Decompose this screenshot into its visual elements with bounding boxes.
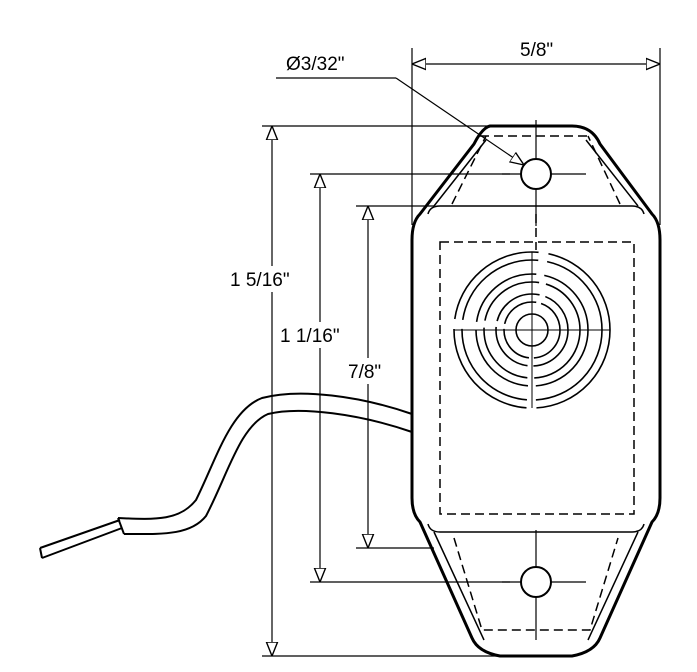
body-height-label: 7/8" [348,362,381,383]
wire-strands [39,519,123,559]
housing-outline [410,124,662,658]
cable-top-edge [117,392,413,520]
hidden-top-flange [451,135,621,205]
hole-diameter-label: Ø3/32" [286,54,345,75]
overall-height-label: 1 5/16" [230,270,290,291]
mounting-holes [520,158,552,598]
hole-spacing-label: 1 1/16" [280,326,340,347]
hidden-bottom-flange [453,537,619,631]
body-label-bg [346,358,394,384]
dimension-hole-spacing [310,173,510,583]
inner-bottom-chamfer-left [433,531,485,641]
speaker-grille [453,251,611,409]
hidden-lines [439,135,635,631]
dimension-width [411,48,661,225]
cable [39,392,413,559]
hidden-body-rect [439,241,635,515]
dimension-overall-height [262,125,500,657]
top-mounting-hole [520,158,552,190]
overall-label-bg [228,266,320,292]
cable-bottom-edge [123,409,413,536]
width-label: 5/8" [520,40,553,61]
center-lines [502,120,586,640]
spacing-label-bg [278,322,368,348]
part-outline [410,124,662,658]
hole-leader-line [395,77,524,165]
dimension-hole-diameter [276,77,524,165]
inner-top-chamfer-left [433,139,487,207]
inner-bottom-chamfer-right [587,531,639,641]
bottom-mounting-hole [520,566,552,598]
